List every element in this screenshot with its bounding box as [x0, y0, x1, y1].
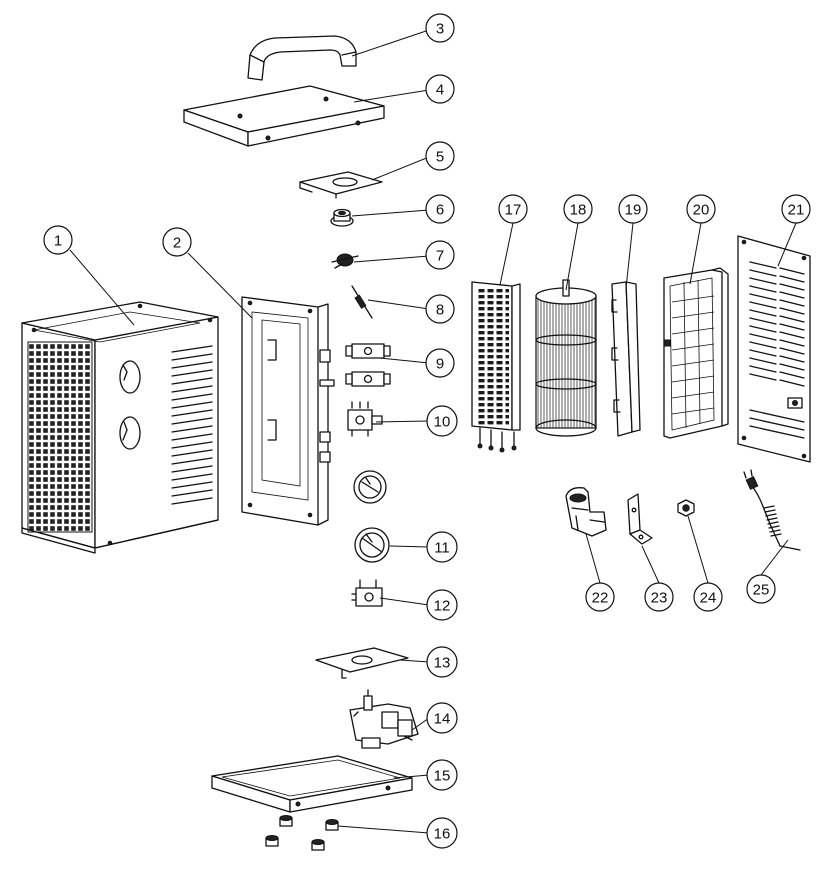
callout-label: 3	[436, 21, 444, 38]
callout-label: 21	[788, 202, 805, 219]
callout-label: 12	[434, 598, 451, 615]
callout-24: 24	[693, 582, 723, 612]
callout-1: 1	[43, 225, 73, 255]
callout-4: 4	[425, 74, 455, 104]
part-housing	[21, 301, 219, 554]
part-tip-switch	[565, 487, 607, 537]
callout-23: 23	[644, 582, 674, 612]
part-switch-bracket	[299, 171, 383, 199]
part-inner-frame	[241, 296, 335, 526]
part-angle-bracket	[627, 493, 653, 545]
part-handle	[247, 35, 357, 81]
callout-7: 7	[425, 240, 455, 270]
callout-25: 25	[746, 574, 776, 604]
callout-label: 16	[434, 826, 451, 843]
callout-label: 18	[570, 202, 587, 219]
callout-label: 13	[434, 655, 451, 672]
callout-17: 17	[498, 194, 528, 224]
part-side-bracket	[611, 281, 641, 437]
callout-5: 5	[425, 141, 455, 171]
callout-6: 6	[425, 194, 455, 224]
callout-label: 14	[434, 711, 451, 728]
callout-label: 2	[173, 235, 181, 252]
callout-label: 8	[436, 302, 444, 319]
callout-label: 25	[753, 582, 770, 599]
callout-label: 11	[434, 540, 450, 557]
callout-label: 23	[651, 590, 668, 607]
callout-label: 7	[436, 248, 444, 265]
part-fan-wheel	[535, 279, 597, 437]
part-feet	[265, 815, 339, 851]
part-thermostat	[331, 253, 359, 269]
callout-label: 19	[625, 202, 642, 219]
part-grommet	[330, 208, 354, 227]
callout-22: 22	[585, 582, 615, 612]
rear-grille-louvers	[749, 261, 805, 439]
housing-side-louvers	[171, 345, 213, 505]
callout-8: 8	[425, 294, 455, 324]
callout-label: 5	[436, 149, 444, 166]
part-fan-housing	[663, 267, 729, 439]
part-knobs	[353, 470, 390, 563]
callout-2: 2	[162, 227, 192, 257]
callout-3: 3	[425, 13, 455, 43]
callout-label: 17	[505, 202, 522, 219]
callout-label: 6	[436, 202, 444, 219]
callout-19: 19	[618, 194, 648, 224]
callout-18: 18	[563, 194, 593, 224]
callout-10: 10	[426, 405, 458, 437]
callout-20: 20	[686, 194, 716, 224]
callout-label: 1	[54, 233, 62, 250]
callout-9: 9	[425, 348, 455, 378]
callout-11: 11	[426, 531, 458, 563]
callout-label: 9	[436, 356, 444, 373]
leader-lines	[69, 29, 797, 834]
callout-label: 24	[700, 590, 717, 607]
part-heating-element	[471, 281, 521, 453]
part-motor-plate	[315, 647, 409, 679]
part-rear-grille	[737, 235, 811, 463]
part-base-tray	[211, 755, 413, 813]
callout-label: 22	[592, 590, 609, 607]
callout-21: 21	[781, 194, 811, 224]
callout-13: 13	[426, 646, 458, 678]
callout-14: 14	[426, 702, 458, 734]
callout-label: 15	[434, 768, 451, 785]
part-top-plate	[183, 85, 385, 147]
callout-label: 20	[693, 202, 710, 219]
part-switches	[345, 343, 391, 387]
callout-label: 4	[436, 82, 444, 99]
callout-15: 15	[426, 759, 458, 791]
callout-16: 16	[426, 817, 458, 849]
part-fuse	[351, 285, 373, 319]
part-motor	[349, 689, 419, 749]
part-rotary-switch	[347, 401, 383, 437]
part-nut	[677, 499, 695, 517]
callout-label: 10	[434, 414, 451, 431]
callout-12: 12	[426, 589, 458, 621]
part-power-cord	[743, 469, 801, 551]
part-timer-switch	[351, 579, 383, 607]
